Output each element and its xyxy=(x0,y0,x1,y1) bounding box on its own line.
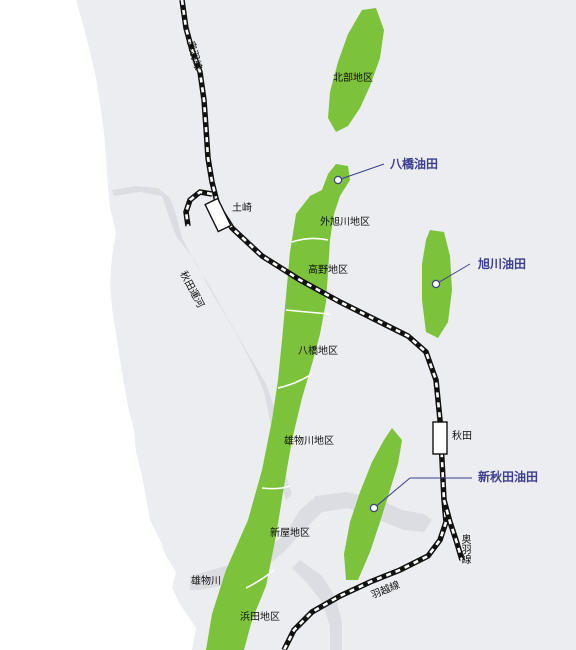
green-hokubu xyxy=(328,8,384,132)
rail-label-ou-south: 奥羽線 xyxy=(459,534,470,564)
district-label-yabase: 八橋地区 xyxy=(298,346,338,357)
water-label-omono-river: 雄物川 xyxy=(191,576,221,587)
tsuchizaki-station-marker xyxy=(204,197,232,233)
district-label-hamada: 浜田地区 xyxy=(240,612,280,623)
akita-station-marker xyxy=(432,421,448,455)
omono-river-lower xyxy=(292,560,342,650)
district-label-shinya: 新屋地区 xyxy=(270,528,310,539)
district-dividers xyxy=(245,237,331,589)
district-label-sotoasahikawa: 外旭川地区 xyxy=(320,217,370,228)
oil-field-label-yabase: 八橋油田 xyxy=(390,157,439,171)
oil-field-markers xyxy=(333,163,472,513)
oil-field-label-shin-akita: 新秋田油田 xyxy=(478,470,539,484)
oil-field-label-asahikawa: 旭川油田 xyxy=(478,257,527,271)
rail-lines xyxy=(179,0,465,650)
land xyxy=(76,0,576,650)
district-label-hokubu: 北部地区 xyxy=(333,73,373,84)
district-label-takano: 高野地区 xyxy=(308,265,348,276)
district-label-omonogawa: 雄物川地区 xyxy=(284,436,334,447)
station-label-akita: 秋田 xyxy=(452,431,472,442)
station-label-tsuchizaki: 土崎 xyxy=(232,203,252,214)
